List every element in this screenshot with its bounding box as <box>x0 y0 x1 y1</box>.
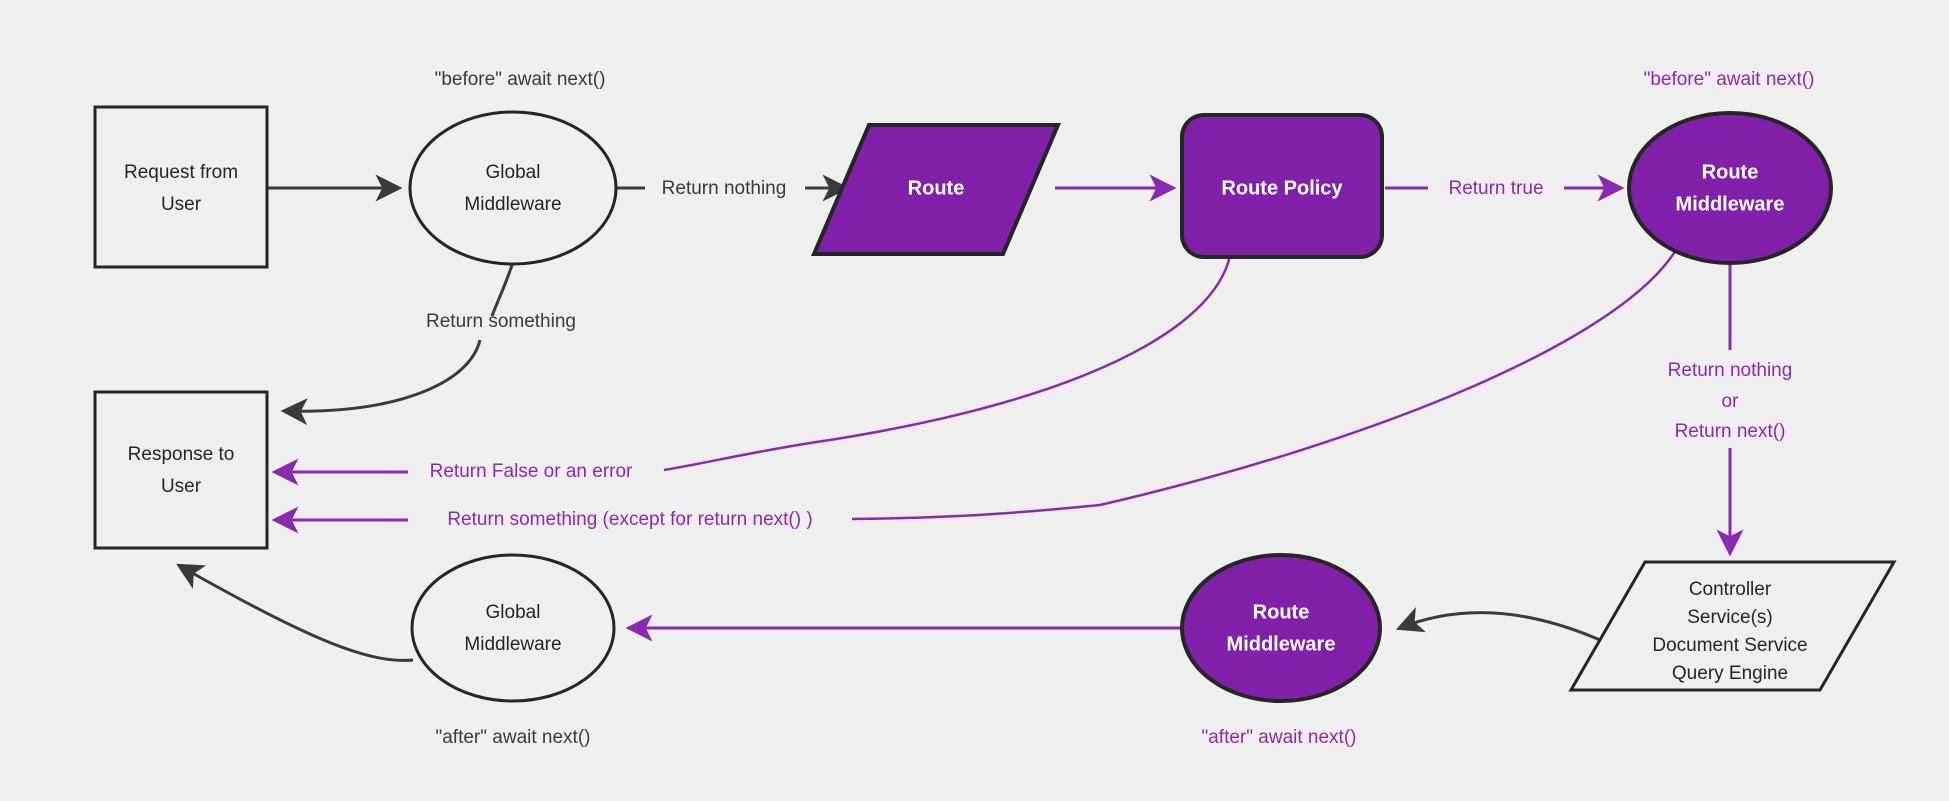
node-request-from-user[interactable]: Request from User <box>93 105 269 269</box>
node-controller-stack[interactable]: Controller Service(s) Document Service Q… <box>1568 560 1897 692</box>
route-middleware-bottom-label-line2: Middleware <box>1227 633 1336 655</box>
response-to-user-label-line1: Response to <box>128 444 235 465</box>
edge-controller-to-route-middleware-bottom <box>1395 607 1601 642</box>
edge-label-return-next: Return next() <box>1675 421 1786 442</box>
annotation-before-await-next-purple: "before" await next() <box>1644 69 1815 90</box>
edge-label-return-something-except-next: Return something (except for return next… <box>447 509 812 530</box>
route-middleware-top-label-line1: Route <box>1702 161 1759 183</box>
edge-label-return-nothing: Return nothing <box>662 178 787 199</box>
global-middleware-top-label-line2: Middleware <box>464 194 561 215</box>
edge-global-middleware-return-nothing: Return nothing <box>616 174 850 202</box>
request-from-user-label-line2: User <box>161 194 202 215</box>
controller-stack-label-line4: Query Engine <box>1672 663 1788 684</box>
node-global-middleware-top[interactable]: Global Middleware <box>408 110 618 266</box>
edge-route-middleware-to-controller: Return nothing or Return next() <box>1668 262 1793 557</box>
global-middleware-bottom-label-line2: Middleware <box>464 634 561 655</box>
edge-route-policy-return-true: Return true <box>1385 174 1625 202</box>
annotation-after-await-next-dark: "after" await next() <box>436 727 591 748</box>
edge-route-middleware-return-something: Return something (except for return next… <box>271 249 1678 534</box>
edge-label-return-something: Return something <box>426 311 576 332</box>
route-middleware-top-label-line2: Middleware <box>1676 193 1785 215</box>
edge-route-policy-return-false: Return False or an error <box>271 255 1232 486</box>
request-from-user-label-line1: Request from <box>124 162 238 183</box>
node-route-policy[interactable]: Route Policy <box>1180 113 1384 259</box>
controller-stack-label-line1: Controller <box>1689 579 1772 600</box>
edge-label-return-true: Return true <box>1448 178 1543 199</box>
node-route[interactable]: Route <box>810 123 1062 256</box>
node-global-middleware-bottom[interactable]: Global Middleware <box>410 553 616 703</box>
edge-global-middleware-return-something: Return something <box>280 261 576 426</box>
route-label: Route <box>908 177 965 199</box>
node-response-to-user[interactable]: Response to User <box>93 390 269 550</box>
controller-stack-label-line3: Document Service <box>1652 635 1807 656</box>
annotation-before-await-next-dark: "before" await next() <box>435 69 606 90</box>
edge-label-return-nothing-line1: Return nothing <box>1668 360 1793 381</box>
edge-label-or: or <box>1722 391 1740 412</box>
edge-label-return-false-or-error: Return False or an error <box>430 461 633 482</box>
global-middleware-top-label-line1: Global <box>486 162 541 183</box>
controller-stack-label-line2: Service(s) <box>1687 607 1773 628</box>
global-middleware-bottom-label-line1: Global <box>486 602 541 623</box>
route-policy-label: Route Policy <box>1221 177 1343 199</box>
response-to-user-label-line2: User <box>161 476 202 497</box>
edge-global-middleware-bottom-to-response <box>176 563 414 662</box>
node-route-middleware-bottom[interactable]: Route Middleware <box>1180 553 1382 703</box>
annotation-after-await-next-purple: "after" await next() <box>1202 727 1357 748</box>
node-route-middleware-top[interactable]: Route Middleware <box>1627 111 1833 265</box>
route-middleware-bottom-label-line1: Route <box>1253 601 1310 623</box>
